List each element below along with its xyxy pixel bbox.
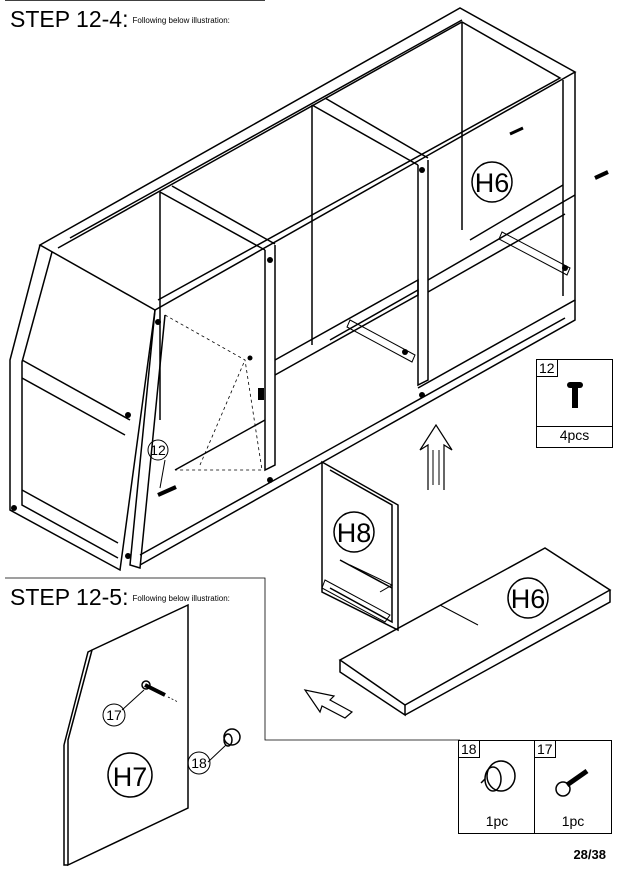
- divider-line: [5, 577, 460, 741]
- h6-label: H6: [475, 168, 510, 198]
- step-12-5-heading: STEP 12-5:Following below illustration:: [10, 584, 230, 611]
- arrow-up-icon: [419, 423, 453, 490]
- knob-icon: [223, 728, 241, 747]
- step-title: STEP 12-4:: [10, 6, 129, 32]
- arrow-icon: [303, 689, 354, 719]
- step-subtitle: Following below illustration:: [132, 16, 230, 26]
- h6-label: H6: [511, 584, 546, 614]
- part-qty: 1pc: [485, 813, 509, 829]
- step-subtitle: Following below illustration:: [132, 594, 230, 604]
- h7-panel-drawing: [63, 603, 189, 867]
- part-qty: 1pc: [561, 813, 585, 829]
- part-number: 18: [459, 741, 480, 758]
- callout-18: 18: [191, 755, 207, 771]
- screw-icon: [509, 126, 524, 136]
- h6-board-drawing: [338, 547, 612, 717]
- part-box-18: 18 1pc: [458, 740, 536, 834]
- part-qty: 4pcs: [559, 427, 590, 443]
- callout-12: 12: [150, 442, 166, 458]
- part-number: 17: [535, 741, 556, 758]
- h8-label: H8: [337, 518, 372, 548]
- cabinet-drawing: [9, 7, 577, 572]
- step-title: STEP 12-5:: [10, 584, 129, 610]
- part-box-17: 17 1pc: [534, 740, 612, 834]
- screw-icon: [144, 683, 166, 697]
- page-number: 28/38: [573, 847, 606, 862]
- screw-icon: [594, 170, 609, 180]
- screw-icon: [567, 382, 583, 408]
- h7-label: H7: [113, 762, 148, 792]
- part-box-12: 12 4pcs: [536, 359, 613, 448]
- step-12-4-heading: STEP 12-4:Following below illustration:: [10, 6, 230, 33]
- screw-icon: [555, 768, 589, 797]
- part-number: 12: [537, 360, 558, 377]
- screw-icon: [157, 485, 177, 497]
- h8-panel-drawing: [321, 460, 399, 632]
- callout-17: 17: [106, 707, 122, 723]
- knob-icon: [480, 760, 516, 792]
